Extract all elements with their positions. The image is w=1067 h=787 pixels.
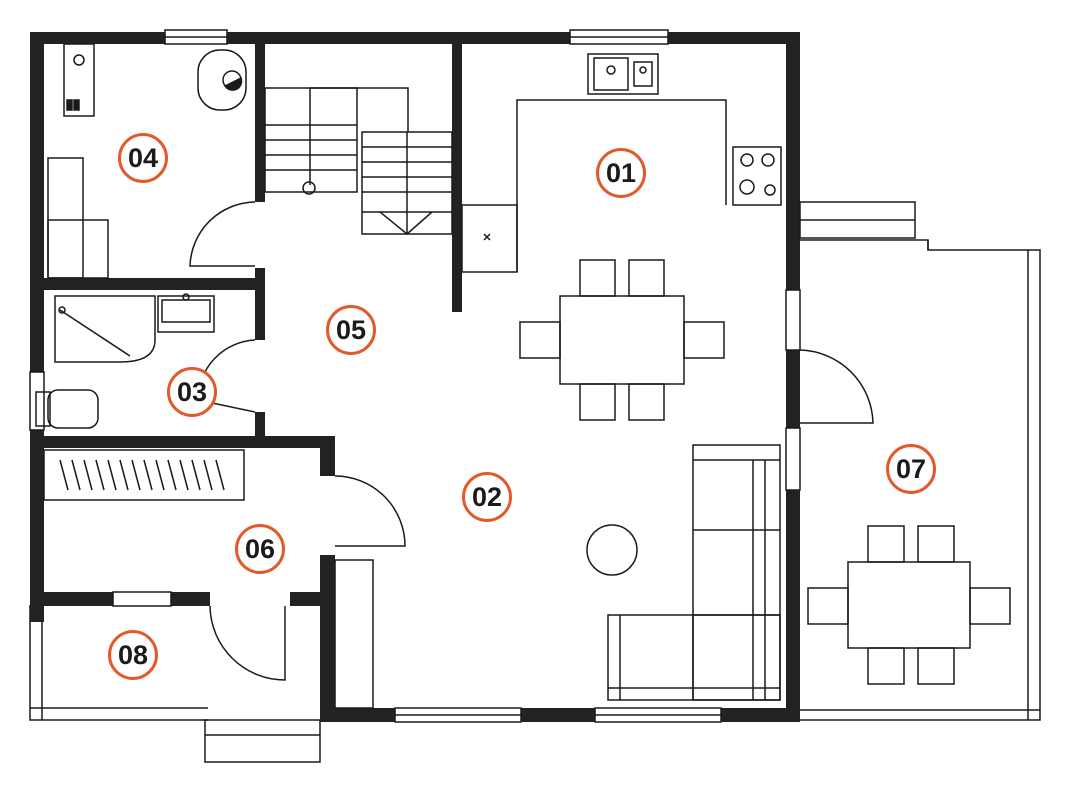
room-label-02: 02	[462, 472, 512, 522]
window-bottom-living-1	[394, 707, 522, 723]
terrace-07-outline	[798, 239, 1041, 721]
terrace-08-outline	[29, 605, 323, 763]
staircase	[264, 87, 453, 235]
window-top-office	[164, 29, 228, 45]
window-top-kitchen	[569, 29, 669, 45]
room-label-03: 03	[167, 367, 217, 417]
window-08	[112, 591, 172, 607]
office-furniture	[47, 43, 247, 279]
room-label-07: 07	[886, 444, 936, 494]
dining-set-terrace	[807, 525, 1011, 685]
room-label-01: 01	[596, 148, 646, 198]
bathroom-fixtures	[35, 293, 215, 429]
wardrobe	[43, 449, 245, 501]
kitchen-counter	[461, 53, 782, 273]
room-label-08: 08	[108, 630, 158, 680]
window-bottom-living-2	[594, 707, 722, 723]
room-label-04: 04	[118, 133, 168, 183]
room-label-06: 06	[235, 524, 285, 574]
room-label-05: 05	[326, 305, 376, 355]
door-swings	[189, 201, 874, 681]
window-bath-left	[29, 371, 45, 431]
hall-cabinet	[334, 559, 374, 709]
dining-set-indoor	[519, 259, 725, 421]
sofa	[586, 444, 781, 701]
